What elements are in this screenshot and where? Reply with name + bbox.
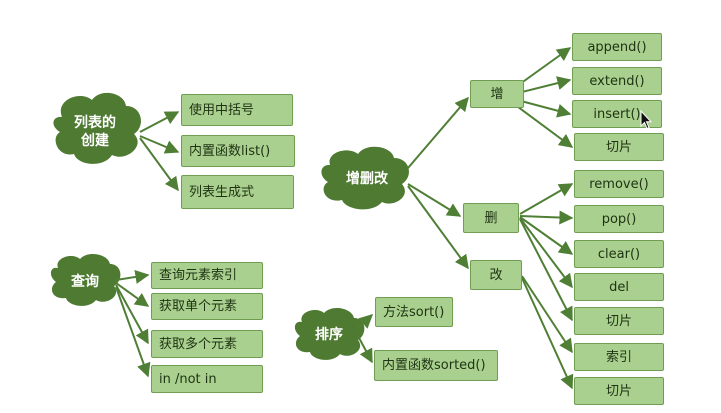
sort-item-sorted-func: 内置函数sorted() [374,350,498,381]
add-item-slice: 切片 [574,133,664,161]
modify-item-slice: 切片 [574,377,664,405]
cloud-sort [294,307,365,360]
create-item-brackets: 使用中括号 [181,94,293,126]
mouse-cursor-icon [640,110,652,130]
delete-item-clear: clear() [574,240,664,268]
add-item-extend: extend() [572,67,662,95]
delete-item-pop: pop() [574,205,664,233]
query-item-multiple: 获取多个元素 [151,330,263,358]
cloud-create-line2: 创建 [81,133,109,149]
cloud-sort-label: 排序 [315,327,343,343]
cloud-create-line1: 列表的 [74,115,116,131]
delete-item-remove: remove() [574,170,664,198]
sort-item-method: 方法sort() [375,297,453,327]
cloud-create-label: 列表的 创建 [70,114,120,150]
branch-modify: 改 [470,260,522,290]
modify-item-index: 索引 [574,343,664,371]
cloud-crud-label: 增删改 [346,171,388,187]
add-item-append: append() [572,33,662,61]
delete-item-slice: 切片 [574,307,664,335]
delete-item-del: del [574,273,664,301]
cloud-create [53,92,141,164]
create-item-list-func: 内置函数list() [181,135,295,167]
query-item-single: 获取单个元素 [151,293,263,320]
branch-add: 增 [470,80,524,108]
query-item-in-not-in: in /not in [151,365,263,393]
create-item-comprehension: 列表生成式 [181,175,294,209]
branch-delete: 删 [463,203,519,233]
cloud-crud [321,146,409,210]
query-item-find-index: 查询元素索引 [151,262,263,289]
cloud-query [50,253,121,306]
cloud-query-label: 查询 [71,274,99,290]
